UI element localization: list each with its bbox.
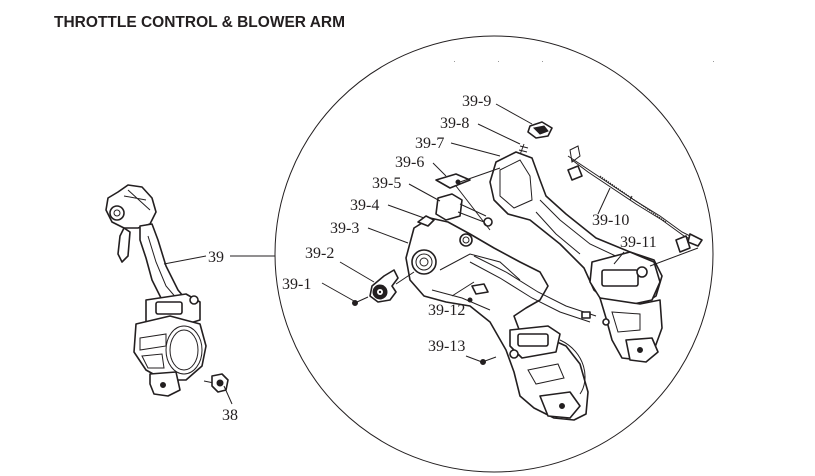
part-39-1-drawing[interactable]: [352, 296, 369, 306]
page-title: THROTTLE CONTROL & BLOWER ARM: [54, 14, 346, 31]
callout-39-10[interactable]: 39-10: [592, 212, 629, 229]
callout-39-9[interactable]: 39-9: [462, 93, 491, 110]
part-39-6-drawing[interactable]: [435, 167, 501, 231]
callout-39-13[interactable]: 39-13: [428, 338, 465, 355]
part-39-13-drawing[interactable]: [480, 356, 497, 365]
part-38-drawing[interactable]: [203, 373, 229, 393]
detail-circle: [274, 35, 714, 473]
callout-39-12[interactable]: 39-12: [428, 302, 465, 319]
callout-39-11[interactable]: 39-11: [620, 234, 657, 251]
callout-39-6[interactable]: 39-6: [395, 154, 424, 171]
part-39-3-drawing[interactable]: [405, 217, 589, 421]
callout-39-3[interactable]: 39-3: [330, 220, 359, 237]
callout-39[interactable]: 39: [208, 249, 224, 266]
part-39-10-drawing[interactable]: [567, 145, 703, 253]
leader-lines: [163, 103, 699, 405]
callout-38[interactable]: 38: [222, 407, 238, 424]
stray-marks: [454, 61, 714, 62]
callout-39-8[interactable]: 39-8: [440, 115, 469, 132]
callout-39-7[interactable]: 39-7: [415, 135, 444, 152]
assembly-39-drawing[interactable]: [105, 184, 207, 397]
callout-39-4[interactable]: 39-4: [350, 197, 379, 214]
part-39-7-drawing[interactable]: [489, 151, 663, 363]
callout-39-5[interactable]: 39-5: [372, 175, 401, 192]
callout-39-2[interactable]: 39-2: [305, 245, 334, 262]
part-39-2-drawing[interactable]: [369, 269, 415, 303]
part-39-5-drawing[interactable]: [435, 193, 493, 227]
part-39-12-drawing[interactable]: [467, 255, 610, 326]
callout-39-1[interactable]: 39-1: [282, 276, 311, 293]
part-39-9-drawing[interactable]: [527, 121, 553, 139]
